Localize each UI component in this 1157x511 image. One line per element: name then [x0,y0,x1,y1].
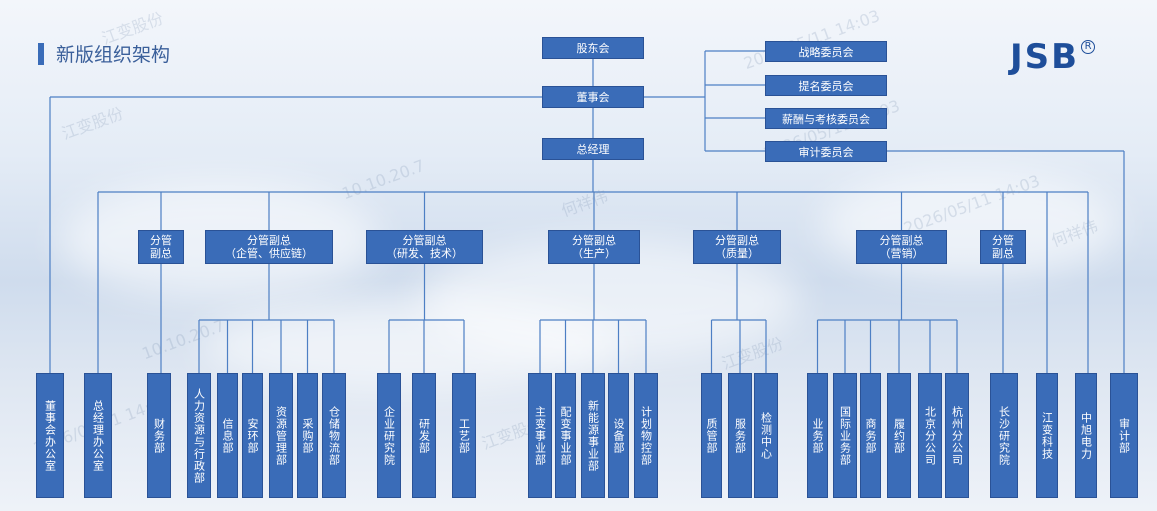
dept-label: 质管部 [705,417,718,454]
dept-label: 仓储物流部 [327,405,341,466]
vp-label-line: （研发、技术） [386,247,463,260]
node-dept-28[interactable]: 江变科技 [1036,373,1058,498]
node-dept-7[interactable]: 资源管理部 [269,373,293,498]
node-dept-10[interactable]: 企业研究院 [377,373,401,498]
node-dept-14[interactable]: 配变事业部 [555,373,576,498]
dept-label: 审计部 [1117,417,1131,454]
vp-label-line: 分管 [150,234,172,247]
node-general-manager[interactable]: 总经理 [542,138,644,160]
registered-mark-icon: R [1081,40,1096,54]
vp-label-line: （营销） [879,247,924,260]
jsb-logo: JSB R [1010,37,1096,77]
dept-label: 资源管理部 [274,405,288,466]
dept-label: 信息部 [221,417,234,454]
node-dept-6[interactable]: 安环部 [242,373,263,498]
dept-label: 新能源事业部 [586,399,600,472]
node-dept-17[interactable]: 计划物控部 [634,373,658,498]
dept-label: 研发部 [417,417,431,454]
node-dept-19[interactable]: 服务部 [728,373,752,498]
dept-label: 服务部 [733,417,747,454]
node-dept-9[interactable]: 仓储物流部 [322,373,346,498]
node-dept-15[interactable]: 新能源事业部 [581,373,605,498]
dept-label: 计划物控部 [639,405,653,466]
node-dept-2[interactable]: 总经理办公室 [84,373,112,498]
node-dept-25[interactable]: 北京分公司 [918,373,942,498]
node-committee-audit[interactable]: 审计委员会 [765,141,887,162]
node-dept-3[interactable]: 财务部 [147,373,171,498]
dept-label: 工艺部 [457,417,471,454]
node-vp-6[interactable]: 分管副总（营销） [856,230,947,264]
dept-label: 北京分公司 [923,405,937,466]
dept-label: 设备部 [612,417,625,454]
node-dept-13[interactable]: 主变事业部 [528,373,552,498]
vp-label-line: （生产） [572,247,616,260]
logo-text: JSB [1010,37,1080,77]
node-vp-7[interactable]: 分管副总 [980,230,1026,264]
dept-label: 商务部 [864,417,877,454]
dept-label: 履约部 [892,417,906,454]
node-committee-compensation[interactable]: 薪酬与考核委员会 [765,108,887,129]
dept-label: 杭州分公司 [950,405,964,466]
dept-label: 企业研究院 [382,405,396,466]
node-dept-5[interactable]: 信息部 [217,373,238,498]
dept-label: 主变事业部 [533,405,547,466]
dept-label: 董事会办公室 [43,399,57,472]
vp-label-line: 副总 [150,247,172,260]
vp-label-line: 分管副总 [402,234,447,247]
vp-label-line: 副总 [992,247,1014,260]
vp-label-line: （质量） [715,247,759,260]
node-dept-20[interactable]: 检测中心 [754,373,778,498]
node-shareholders[interactable]: 股东会 [542,37,644,59]
node-vp-4[interactable]: 分管副总（生产） [548,230,640,264]
dept-label: 长沙研究院 [997,405,1011,466]
title-accent-bar [38,42,44,65]
node-vp-2[interactable]: 分管副总（企管、供应链） [205,230,333,264]
node-dept-22[interactable]: 国际业务部 [833,373,857,498]
node-committee-nomination[interactable]: 提名委员会 [765,75,887,96]
node-committee-strategy[interactable]: 战略委员会 [765,41,887,62]
node-vp-3[interactable]: 分管副总（研发、技术） [366,230,483,264]
dept-label: 人力资源与行政部 [192,387,206,484]
vp-label-line: 分管副总 [247,234,291,247]
dept-label: 业务部 [811,417,824,454]
vp-label-line: 分管 [992,234,1014,247]
node-board[interactable]: 董事会 [542,86,644,108]
dept-label: 检测中心 [759,411,773,460]
node-dept-29[interactable]: 中旭电力 [1075,373,1097,498]
node-dept-4[interactable]: 人力资源与行政部 [187,373,211,498]
vp-label-line: 分管副总 [879,234,924,247]
page-title: 新版组织架构 [38,40,170,67]
vp-label-line: 分管副总 [572,234,616,247]
node-dept-27[interactable]: 长沙研究院 [990,373,1018,498]
node-dept-24[interactable]: 履约部 [887,373,911,498]
node-dept-12[interactable]: 工艺部 [452,373,476,498]
node-dept-11[interactable]: 研发部 [412,373,436,498]
node-dept-30[interactable]: 审计部 [1110,373,1138,498]
dept-label: 财务部 [152,417,166,454]
page-title-text: 新版组织架构 [56,44,171,66]
dept-label: 配变事业部 [559,405,572,466]
vp-label-line: 分管副总 [715,234,759,247]
node-dept-8[interactable]: 采购部 [297,373,318,498]
dept-label: 中旭电力 [1079,411,1093,460]
node-dept-18[interactable]: 质管部 [701,373,722,498]
dept-label: 江变科技 [1040,411,1054,460]
vp-label-line: （企管、供应链） [225,247,313,260]
node-dept-1[interactable]: 董事会办公室 [36,373,64,498]
node-vp-1[interactable]: 分管副总 [138,230,184,264]
node-dept-26[interactable]: 杭州分公司 [945,373,969,498]
dept-label: 国际业务部 [838,405,852,466]
node-vp-5[interactable]: 分管副总（质量） [693,230,781,264]
node-dept-23[interactable]: 商务部 [860,373,881,498]
dept-label: 总经理办公室 [91,399,105,472]
dept-label: 采购部 [301,417,314,454]
dept-label: 安环部 [246,417,259,454]
node-dept-16[interactable]: 设备部 [608,373,629,498]
node-dept-21[interactable]: 业务部 [807,373,828,498]
